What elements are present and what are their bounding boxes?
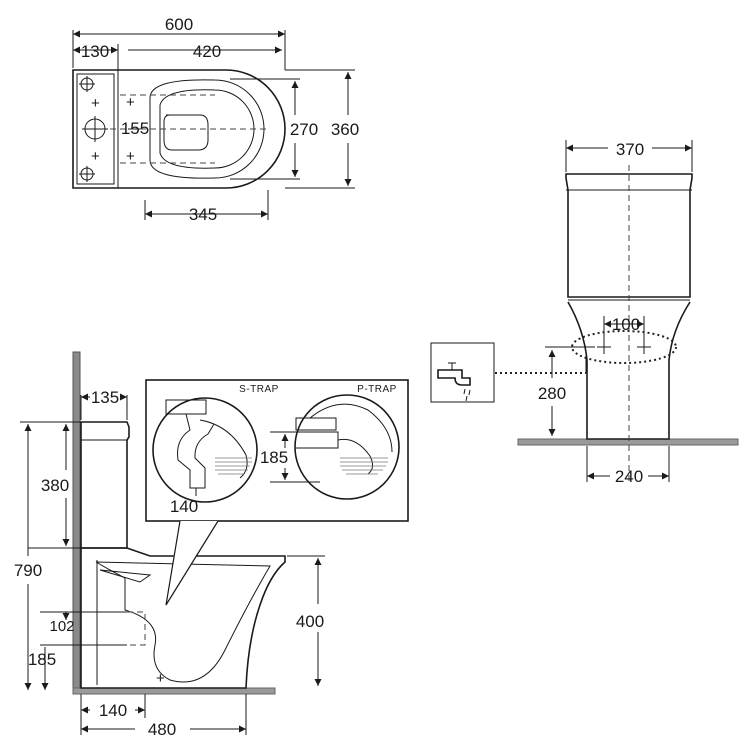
side-waste-connector (127, 611, 146, 646)
plan-bowl-rim (149, 79, 265, 179)
front-inlet-ellipse (571, 330, 677, 364)
trap-inset: S-TRAP P-TRAP 140 (145, 379, 409, 606)
front-pedestal (567, 301, 691, 440)
trap-inset-box (145, 379, 409, 522)
side-dim-waste-setback: 140 (99, 701, 127, 720)
plan-dim-waste-centre: 155 (121, 119, 149, 138)
svg-text:+: + (126, 94, 135, 111)
p-trap-dim-height: 185 (260, 448, 288, 467)
side-dim-overall-height: 790 (14, 561, 42, 580)
plan-view: + + + + 600 130 420 155 345 270 (72, 15, 359, 224)
plan-tank (72, 69, 119, 189)
side-view: + 135 380 790 102 185 400 (14, 351, 325, 739)
plan-dim-bowl-length: 420 (193, 42, 221, 61)
side-dim-overall-projection: 480 (148, 720, 176, 739)
s-trap-dim-offset: 140 (170, 497, 198, 516)
front-dim-overall-width: 370 (616, 140, 644, 159)
svg-text:+: + (126, 148, 135, 165)
s-trap-detail (152, 397, 258, 503)
front-dim-inlet-height: 280 (538, 384, 566, 403)
plan-dim-overall-width: 600 (165, 15, 193, 34)
side-dim-seat-height: 400 (296, 612, 324, 631)
plan-seat-opening (163, 114, 209, 151)
side-bowl-inner (95, 561, 271, 683)
p-trap-detail (290, 394, 400, 500)
plan-bowl-inner (159, 89, 255, 169)
svg-text:+: + (91, 148, 100, 165)
plan-dim-tank-depth: 130 (81, 42, 109, 61)
plan-dim-bowl-width: 270 (290, 120, 318, 139)
side-wall (72, 351, 81, 693)
front-fixing-marks (597, 340, 651, 354)
svg-text:+: + (91, 95, 100, 112)
side-dim-waste-height: 185 (28, 650, 56, 669)
side-cross-mark: + (156, 670, 165, 687)
s-trap-label: S-TRAP (239, 384, 279, 395)
plan-outline (72, 69, 286, 189)
side-dim-tank-height: 380 (41, 476, 69, 495)
side-floor (72, 687, 276, 695)
front-dim-base-width: 240 (615, 467, 643, 486)
plan-dim-fixing-length: 345 (189, 205, 217, 224)
front-floor (517, 438, 739, 446)
trap-inset-pointer (165, 520, 219, 606)
p-trap-label: P-TRAP (357, 384, 397, 395)
tap-inset-box (430, 342, 495, 403)
side-tank (80, 421, 130, 549)
side-dim-tank-depth: 135 (91, 388, 119, 407)
front-dim-inlet-spacing: 100 (612, 315, 640, 334)
front-view: 370 100 280 240 (430, 140, 739, 486)
plan-fixing-marks: + + + + (79, 76, 135, 182)
tap-icon (437, 362, 471, 402)
side-bowl (80, 547, 286, 689)
side-dim-inlet-height: 102 (49, 618, 74, 635)
plan-dim-overall-depth: 360 (331, 120, 359, 139)
